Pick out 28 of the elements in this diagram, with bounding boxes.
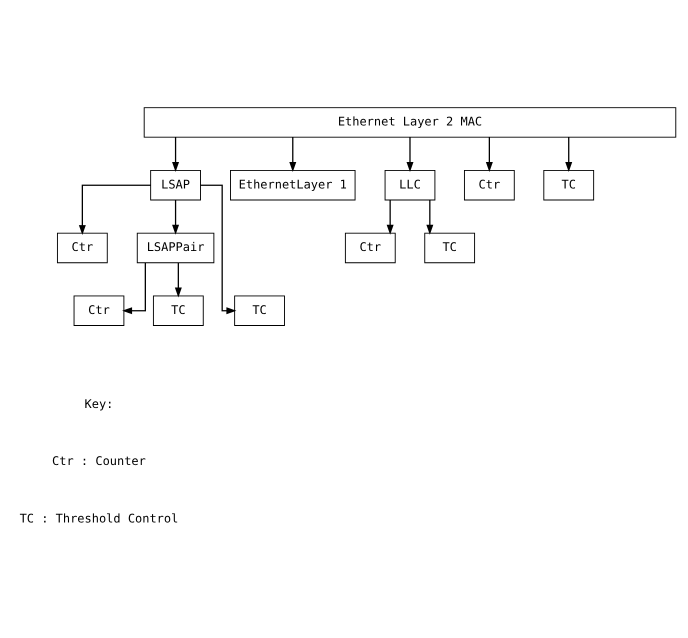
node-box: Ethernet Layer 2 MAC (144, 106, 676, 138)
arrow (200, 184, 236, 314)
arrow (565, 136, 572, 172)
node-box: LSAPPair (136, 232, 214, 263)
node-box: TC (152, 295, 204, 326)
label: Ctr : Counter (52, 454, 146, 468)
arrow (386, 200, 394, 234)
node-box: TC (234, 295, 285, 326)
arrow (174, 262, 182, 297)
arrow (172, 200, 180, 234)
arrow (406, 136, 414, 172)
arrow (289, 136, 296, 172)
arrow (122, 262, 146, 314)
arrow (172, 136, 180, 172)
label: TC : Threshold Control (20, 510, 178, 525)
node-box: EthernetLayer 1 (230, 169, 356, 200)
node-box: Ctr (464, 169, 515, 200)
node-box: TC (543, 169, 594, 200)
node-box: Ctr (56, 232, 108, 263)
node-box: TC (424, 232, 476, 263)
label: Key: (84, 396, 114, 411)
arrow (486, 136, 493, 172)
node-box: LLC (384, 169, 436, 200)
node-box: Ctr (74, 295, 124, 326)
node-box: Ctr (344, 232, 396, 263)
arrow (426, 200, 434, 234)
node-box: LSAP (150, 169, 201, 200)
arrow (78, 184, 151, 235)
